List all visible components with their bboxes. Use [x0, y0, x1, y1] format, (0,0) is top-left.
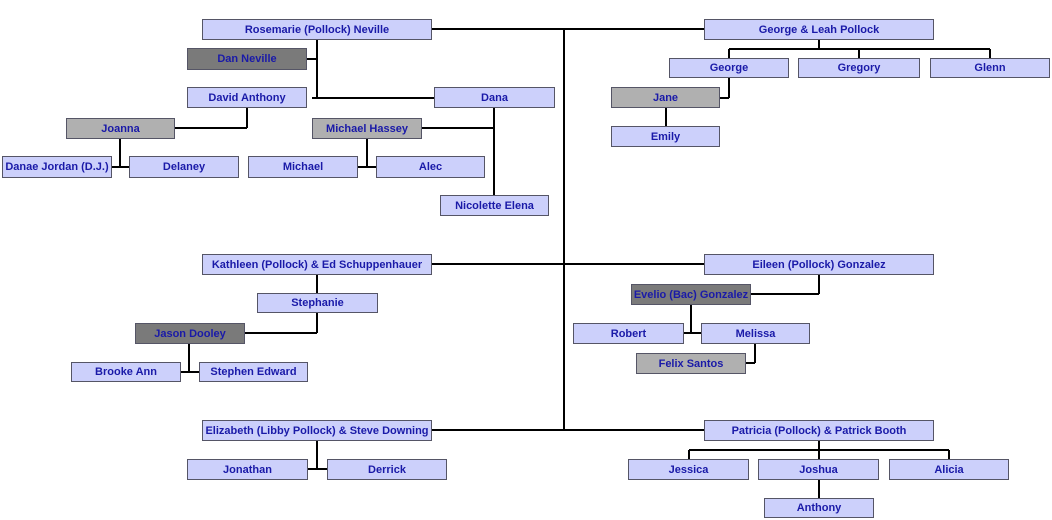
person-dan[interactable]: Dan Neville: [187, 48, 307, 70]
person-melissa[interactable]: Melissa: [701, 323, 810, 344]
person-jessica[interactable]: Jessica: [628, 459, 749, 480]
person-felix[interactable]: Felix Santos: [636, 353, 746, 374]
person-delaney[interactable]: Delaney: [129, 156, 239, 178]
person-evelio[interactable]: Evelio (Bac) Gonzalez: [631, 284, 751, 305]
person-glenn[interactable]: Glenn: [930, 58, 1050, 78]
person-anthony[interactable]: Anthony: [764, 498, 874, 518]
person-emily[interactable]: Emily: [611, 126, 720, 147]
person-alicia[interactable]: Alicia: [889, 459, 1009, 480]
person-derrick[interactable]: Derrick: [327, 459, 447, 480]
person-brooke[interactable]: Brooke Ann: [71, 362, 181, 382]
person-robert[interactable]: Robert: [573, 323, 684, 344]
person-george-leah[interactable]: George & Leah Pollock: [704, 19, 934, 40]
person-rosemarie[interactable]: Rosemarie (Pollock) Neville: [202, 19, 432, 40]
person-nicolette[interactable]: Nicolette Elena: [440, 195, 549, 216]
person-danae[interactable]: Danae Jordan (D.J.): [2, 156, 112, 178]
person-gregory[interactable]: Gregory: [798, 58, 920, 78]
person-jonathan[interactable]: Jonathan: [187, 459, 308, 480]
person-michael-hassey[interactable]: Michael Hassey: [312, 118, 422, 139]
person-stephen[interactable]: Stephen Edward: [199, 362, 308, 382]
person-joanna[interactable]: Joanna: [66, 118, 175, 139]
person-dana[interactable]: Dana: [434, 87, 555, 108]
person-george[interactable]: George: [669, 58, 789, 78]
person-elizabeth[interactable]: Elizabeth (Libby Pollock) & Steve Downin…: [202, 420, 432, 441]
person-michael[interactable]: Michael: [248, 156, 358, 178]
person-jason[interactable]: Jason Dooley: [135, 323, 245, 344]
person-alec[interactable]: Alec: [376, 156, 485, 178]
person-stephanie[interactable]: Stephanie: [257, 293, 378, 313]
person-jane[interactable]: Jane: [611, 87, 720, 108]
person-joshua[interactable]: Joshua: [758, 459, 879, 480]
person-patricia[interactable]: Patricia (Pollock) & Patrick Booth: [704, 420, 934, 441]
person-david[interactable]: David Anthony: [187, 87, 307, 108]
person-kathleen[interactable]: Kathleen (Pollock) & Ed Schuppenhauer: [202, 254, 432, 275]
person-eileen[interactable]: Eileen (Pollock) Gonzalez: [704, 254, 934, 275]
